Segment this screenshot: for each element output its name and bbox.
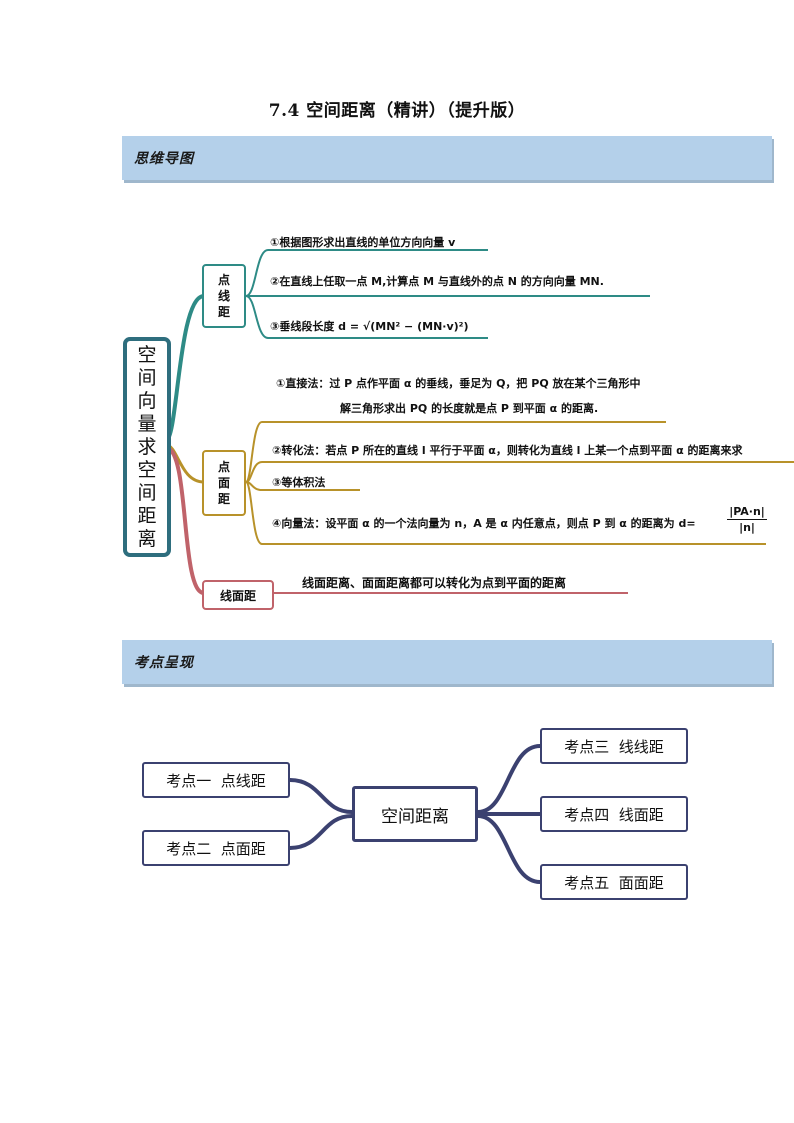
leaf-point-plane-4: ④向量法：设平面 α 的一个法向量为 n，A 是 α 内任意点，则点 P 到 α… (272, 517, 696, 530)
leaf-point-plane-1b: 解三角形求出 PQ 的长度就是点 P 到平面 α 的距离. (340, 402, 599, 415)
mindmap-branch-point-line: 点线距 (202, 264, 246, 328)
mindmap-root-label: 空间向量求空间距离 (137, 343, 157, 550)
section-header-mindmap: 思维导图 (122, 136, 772, 180)
topic-center: 空间距离 (352, 786, 478, 842)
distance-fraction: |PA·n| |n| (727, 505, 767, 534)
leaf-point-line-1: ①根据图形求出直线的单位方向向量 v (270, 236, 456, 249)
branch-label: 线面距 (219, 588, 256, 603)
branch-label: 点面距 (217, 460, 230, 506)
topic-box-2: 考点二 点面距 (142, 830, 290, 866)
mindmap-branch-line-plane: 线面距 (202, 580, 274, 610)
branch-label: 点线距 (217, 273, 230, 319)
leaf-point-plane-1a: ①直接法：过 P 点作平面 α 的垂线，垂足为 Q，把 PQ 放在某个三角形中 (276, 377, 641, 390)
topic-box-5: 考点五 面面距 (540, 864, 688, 900)
document-title: 7.4 空间距离（精讲）（提升版） (268, 101, 526, 121)
leaf-line-plane-1: 线面距离、面面距离都可以转化为点到平面的距离 (302, 576, 567, 590)
fraction-denominator: |n| (739, 521, 755, 534)
section-header-topics: 考点呈现 (122, 640, 772, 684)
leaf-point-line-3: ③垂线段长度 d = √(MN² − (MN·v)²) (270, 320, 469, 333)
leaf-point-plane-2: ②转化法：若点 P 所在的直线 l 平行于平面 α，则转化为直线 l 上某一个点… (272, 444, 743, 457)
topic-box-4: 考点四 线面距 (540, 796, 688, 832)
fraction-numerator: |PA·n| (727, 505, 767, 520)
topic-box-1: 考点一 点线距 (142, 762, 290, 798)
topic-box-3: 考点三 线线距 (540, 728, 688, 764)
section-header-mindmap-label: 思维导图 (134, 151, 194, 167)
leaf-point-plane-3: ③等体积法 (272, 476, 326, 489)
mindmap-root: 空间向量求空间距离 (123, 337, 171, 557)
mindmap-branch-point-plane: 点面距 (202, 450, 246, 516)
section-header-topics-label: 考点呈现 (134, 655, 194, 671)
leaf-point-line-2: ②在直线上任取一点 M,计算点 M 与直线外的点 N 的方向向量 MN. (270, 275, 604, 288)
